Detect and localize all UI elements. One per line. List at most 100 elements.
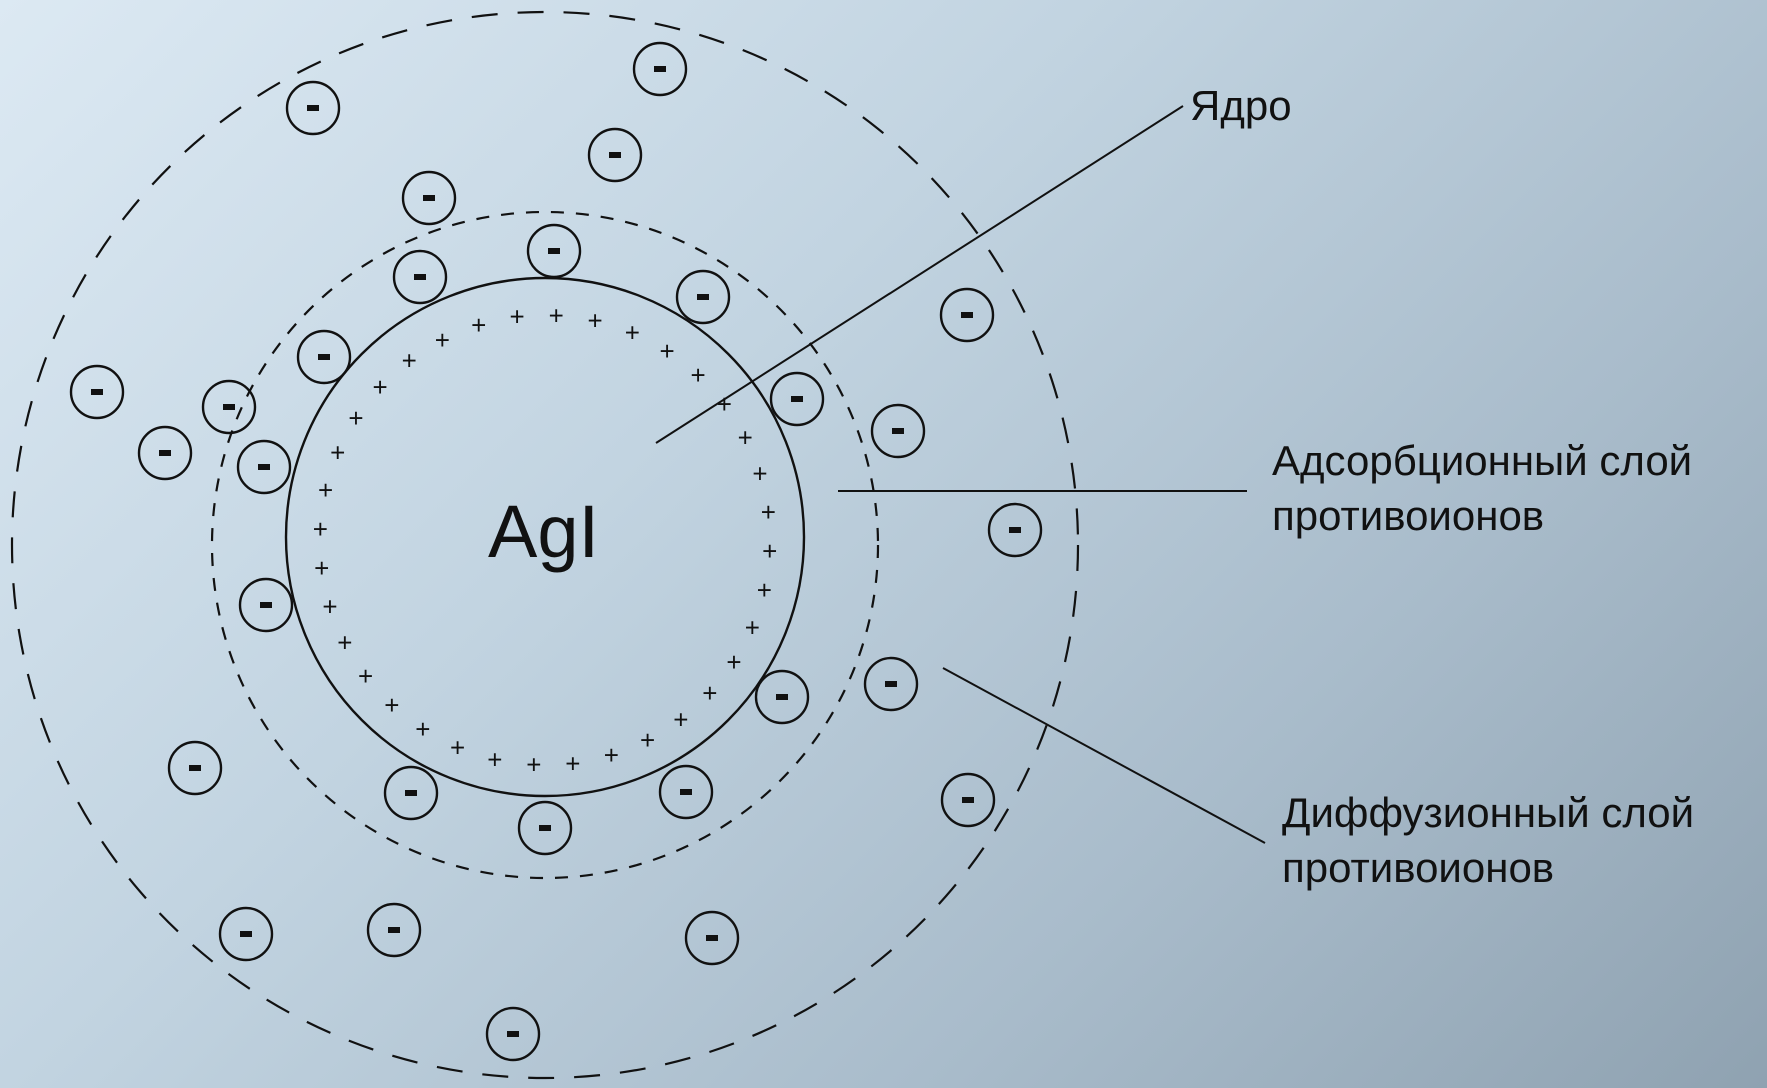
nucleus-leader-line bbox=[655, 105, 1184, 444]
positive-ion: + bbox=[435, 325, 450, 355]
positive-ion: + bbox=[487, 744, 502, 774]
positive-ion: + bbox=[588, 306, 603, 336]
adsorption-counter-ion bbox=[863, 656, 919, 712]
counter-ion-circle bbox=[940, 772, 996, 828]
positive-ion: + bbox=[745, 612, 760, 642]
counter-ion-circle bbox=[485, 1006, 541, 1062]
diffuse-layer-label-line1: Диффузионный слой bbox=[1282, 789, 1694, 836]
minus-sign bbox=[260, 602, 272, 608]
counter-ion-circle bbox=[987, 502, 1043, 558]
positive-ion: + bbox=[549, 300, 564, 330]
positive-ion: + bbox=[384, 690, 399, 720]
diffuse-counter-ion bbox=[987, 502, 1043, 558]
minus-sign bbox=[548, 248, 560, 254]
positive-ion: + bbox=[318, 475, 333, 505]
minus-sign bbox=[680, 789, 692, 795]
nucleus-label: Ядро bbox=[1190, 82, 1292, 129]
minus-sign bbox=[507, 1031, 519, 1037]
counter-ion-circle bbox=[392, 249, 448, 305]
minus-sign bbox=[706, 935, 718, 941]
minus-sign bbox=[423, 195, 435, 201]
adsorption-counter-ion bbox=[383, 765, 439, 821]
negative-ions bbox=[69, 41, 1043, 1062]
counter-ion-circle bbox=[754, 669, 810, 725]
minus-sign bbox=[1009, 527, 1021, 533]
minus-sign bbox=[414, 274, 426, 280]
adsorption-counter-ion bbox=[236, 439, 292, 495]
counter-ion-circle bbox=[137, 425, 193, 481]
positive-ion: + bbox=[604, 740, 619, 770]
positive-ion: + bbox=[761, 497, 776, 527]
positive-ion: + bbox=[337, 628, 352, 658]
nucleus-boundary bbox=[284, 276, 806, 798]
minus-sign bbox=[223, 404, 235, 410]
minus-sign bbox=[892, 428, 904, 434]
diffuse-counter-ion bbox=[632, 41, 688, 97]
positive-ion: + bbox=[330, 438, 345, 468]
counter-ion-circle bbox=[366, 902, 422, 958]
positive-ion: + bbox=[450, 732, 465, 762]
counter-ion-circle bbox=[167, 740, 223, 796]
minus-sign bbox=[318, 354, 330, 360]
adsorption-counter-ion bbox=[658, 764, 714, 820]
minus-sign bbox=[91, 389, 103, 395]
diffuse-counter-ion bbox=[366, 902, 422, 958]
adsorption-counter-ion bbox=[517, 800, 573, 856]
positive-ion: + bbox=[565, 748, 580, 778]
minus-sign bbox=[189, 765, 201, 771]
diffuse-counter-ion bbox=[218, 906, 274, 962]
positive-ion: + bbox=[415, 714, 430, 744]
adsorption-counter-ion bbox=[201, 379, 257, 435]
positive-ion: + bbox=[322, 591, 337, 621]
positive-ion: + bbox=[471, 310, 486, 340]
adsorption-counter-ion bbox=[769, 371, 825, 427]
counter-ion-circle bbox=[863, 656, 919, 712]
minus-sign bbox=[697, 294, 709, 300]
leader-lines bbox=[655, 105, 1266, 844]
positive-ion: + bbox=[752, 459, 767, 489]
diffuse-layer-boundary bbox=[10, 10, 1080, 1080]
positive-ion: + bbox=[314, 553, 329, 583]
diffuse-counter-ion bbox=[137, 425, 193, 481]
diffuse-counter-ion bbox=[939, 287, 995, 343]
minus-sign bbox=[240, 931, 252, 937]
minus-sign bbox=[388, 927, 400, 933]
positive-ion: + bbox=[526, 750, 541, 780]
positive-ion: + bbox=[738, 422, 753, 452]
diffuse-counter-ion bbox=[485, 1006, 541, 1062]
diffuse-counter-ion bbox=[69, 364, 125, 420]
minus-sign bbox=[159, 450, 171, 456]
adsorption-layer-label-line2: противоионов bbox=[1272, 492, 1544, 539]
counter-ion-circle bbox=[870, 403, 926, 459]
positive-ion: + bbox=[691, 360, 706, 390]
layer-boundaries bbox=[10, 10, 1080, 1080]
positive-ion: + bbox=[358, 661, 373, 691]
positive-ion: + bbox=[757, 575, 772, 605]
diffuse-counter-ion bbox=[940, 772, 996, 828]
positive-ion: + bbox=[717, 389, 732, 419]
minus-sign bbox=[307, 105, 319, 111]
diffuse-layer-label-line2: противоионов bbox=[1282, 844, 1554, 891]
diffuse-leader-line bbox=[942, 667, 1266, 844]
counter-ion-circle bbox=[632, 41, 688, 97]
counter-ion-circle bbox=[69, 364, 125, 420]
minus-sign bbox=[962, 797, 974, 803]
diffuse-counter-ion bbox=[587, 127, 643, 183]
counter-ion-circle bbox=[238, 577, 294, 633]
counter-ion-circle bbox=[517, 800, 573, 856]
counter-ion-circle bbox=[526, 223, 582, 279]
positive-ion: + bbox=[510, 302, 525, 332]
positive-ion: + bbox=[313, 514, 328, 544]
counter-ion-circle bbox=[201, 379, 257, 435]
adsorption-counter-ion bbox=[675, 269, 731, 325]
positive-ion: + bbox=[348, 403, 363, 433]
positive-ion: + bbox=[726, 647, 741, 677]
adsorption-counter-ion bbox=[392, 249, 448, 305]
counter-ion-circle bbox=[285, 80, 341, 136]
core-label: AgI bbox=[488, 490, 599, 573]
diffuse-counter-ion bbox=[167, 740, 223, 796]
diffuse-counter-ion bbox=[684, 910, 740, 966]
minus-sign bbox=[609, 152, 621, 158]
counter-ion-circle bbox=[939, 287, 995, 343]
